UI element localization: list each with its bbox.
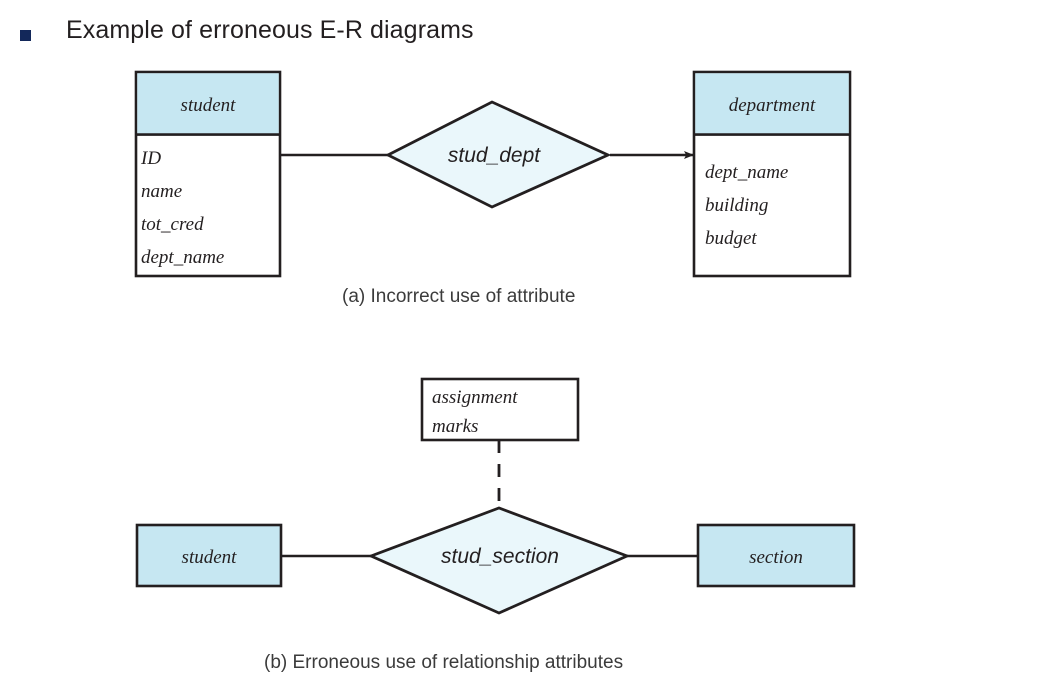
attribute-box-assignment-marks[interactable]: assignment marks: [420, 377, 580, 442]
entity-department-title: department: [729, 95, 816, 116]
attribute-box-line-0: assignment: [432, 387, 518, 408]
entity-section-title: section: [749, 547, 803, 568]
relationship-stud-dept-label: stud_dept: [448, 144, 541, 167]
entity-student-b-rect: [135, 523, 283, 588]
caption-diagram-a: (a) Incorrect use of attribute: [342, 286, 576, 307]
entity-department[interactable]: department dept_name building budget: [692, 70, 852, 278]
entity-student-a[interactable]: student ID name tot_cred dept_name: [134, 70, 282, 278]
entity-department-attr-0: dept_name: [705, 162, 788, 183]
entity-student-a-attr-3: dept_name: [141, 247, 224, 268]
entity-student-a-title: student: [181, 95, 237, 116]
entity-student-a-header: [137, 73, 279, 135]
entity-student-a-attr-1: name: [141, 181, 182, 202]
entity-student-b-title: student: [182, 547, 238, 568]
relationship-stud-section-label: stud_section: [441, 545, 559, 568]
entity-section[interactable]: section: [696, 523, 856, 588]
relationship-stud-dept-diamond: [384, 100, 612, 209]
entity-department-attr-2: budget: [705, 228, 757, 249]
square-bullet-icon: [20, 30, 31, 41]
entity-department-attr-1: building: [705, 195, 768, 216]
slide-title-row: Example of erroneous E-R diagrams: [0, 8, 1058, 50]
entity-student-b[interactable]: student: [135, 523, 283, 588]
relationship-stud-section-diamond: [367, 506, 631, 615]
caption-diagram-b: (b) Erroneous use of relationship attrib…: [264, 652, 624, 673]
relationship-stud-dept[interactable]: stud_dept: [384, 100, 612, 209]
attribute-box-rect: [420, 377, 580, 442]
entity-department-header: [695, 73, 849, 135]
diagram-a: student ID name tot_cred dept_name stud_…: [134, 70, 852, 278]
page-title: Example of erroneous E-R diagrams: [66, 16, 474, 44]
entity-student-a-attr-2: tot_cred: [141, 214, 204, 235]
relationship-stud-section[interactable]: stud_section: [367, 506, 631, 615]
diagram-b: assignment marks student stud_section se…: [135, 377, 856, 615]
attribute-box-line-1: marks: [432, 416, 478, 437]
entity-student-a-attr-0: ID: [140, 148, 161, 169]
entity-section-rect: [696, 523, 856, 588]
